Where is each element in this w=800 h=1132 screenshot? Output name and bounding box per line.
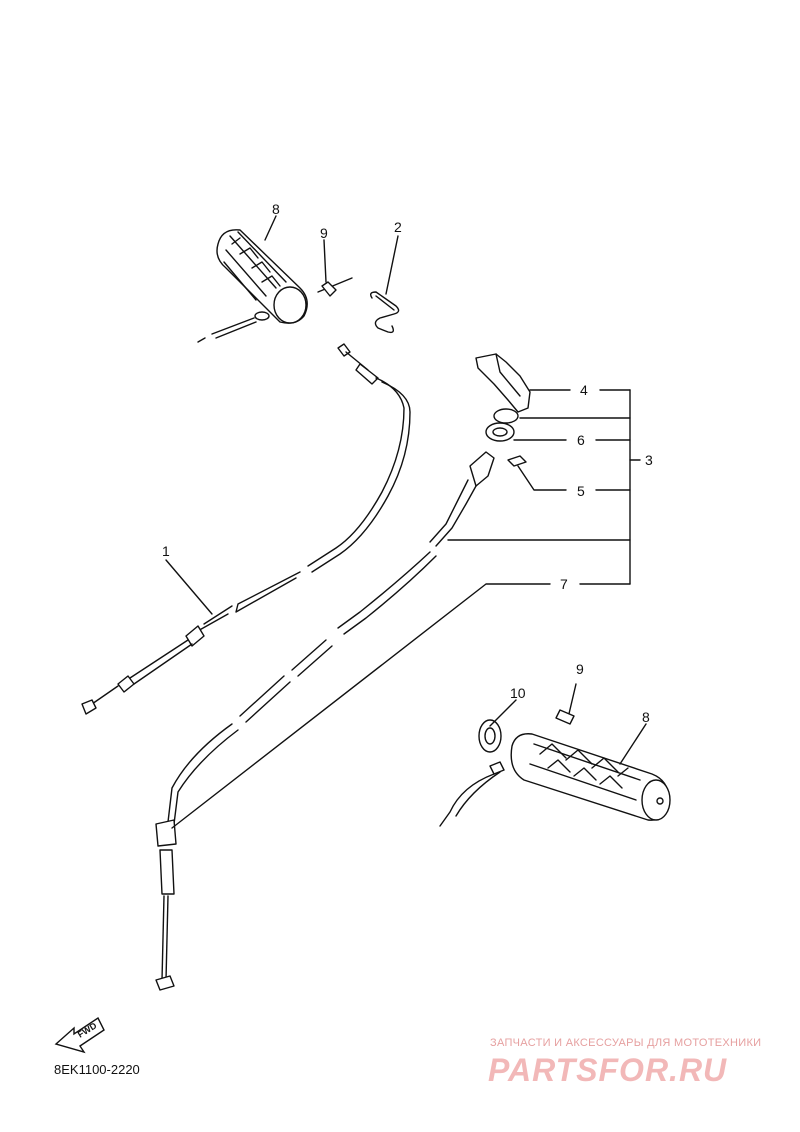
right-grip [439, 719, 671, 827]
watermark-logo: PARTSFOR.RU [488, 1052, 728, 1088]
fwd-arrow-icon: FWD [54, 1016, 105, 1054]
callout-3: 3 [645, 452, 653, 468]
watermark-caption: ЗАПЧАСТИ И АКСЕССУАРЫ ДЛЯ МОТОТЕХНИКИ [490, 1037, 762, 1049]
callout-7: 7 [560, 576, 568, 592]
callout-5: 5 [577, 483, 585, 499]
callout-9-bottom: 9 [576, 661, 584, 677]
callout-8-top: 8 [272, 201, 280, 217]
throttle-parts [469, 353, 531, 487]
callout-brackets [171, 389, 641, 829]
callout-8-bottom: 8 [642, 709, 650, 725]
rivet-top [317, 277, 353, 297]
callout-10: 10 [510, 685, 526, 701]
rivet-bottom [555, 683, 577, 725]
callout-6: 6 [577, 432, 585, 448]
callout-2: 2 [394, 219, 402, 235]
clutch-cable [81, 343, 411, 715]
cable-clip [369, 291, 400, 334]
callout-4: 4 [580, 382, 588, 398]
callout-9-top: 9 [320, 225, 328, 241]
left-grip [197, 229, 308, 343]
diagram-code: 8EK1100-2220 [54, 1062, 140, 1077]
throttle-cable [155, 479, 477, 991]
callout-1: 1 [162, 543, 170, 559]
